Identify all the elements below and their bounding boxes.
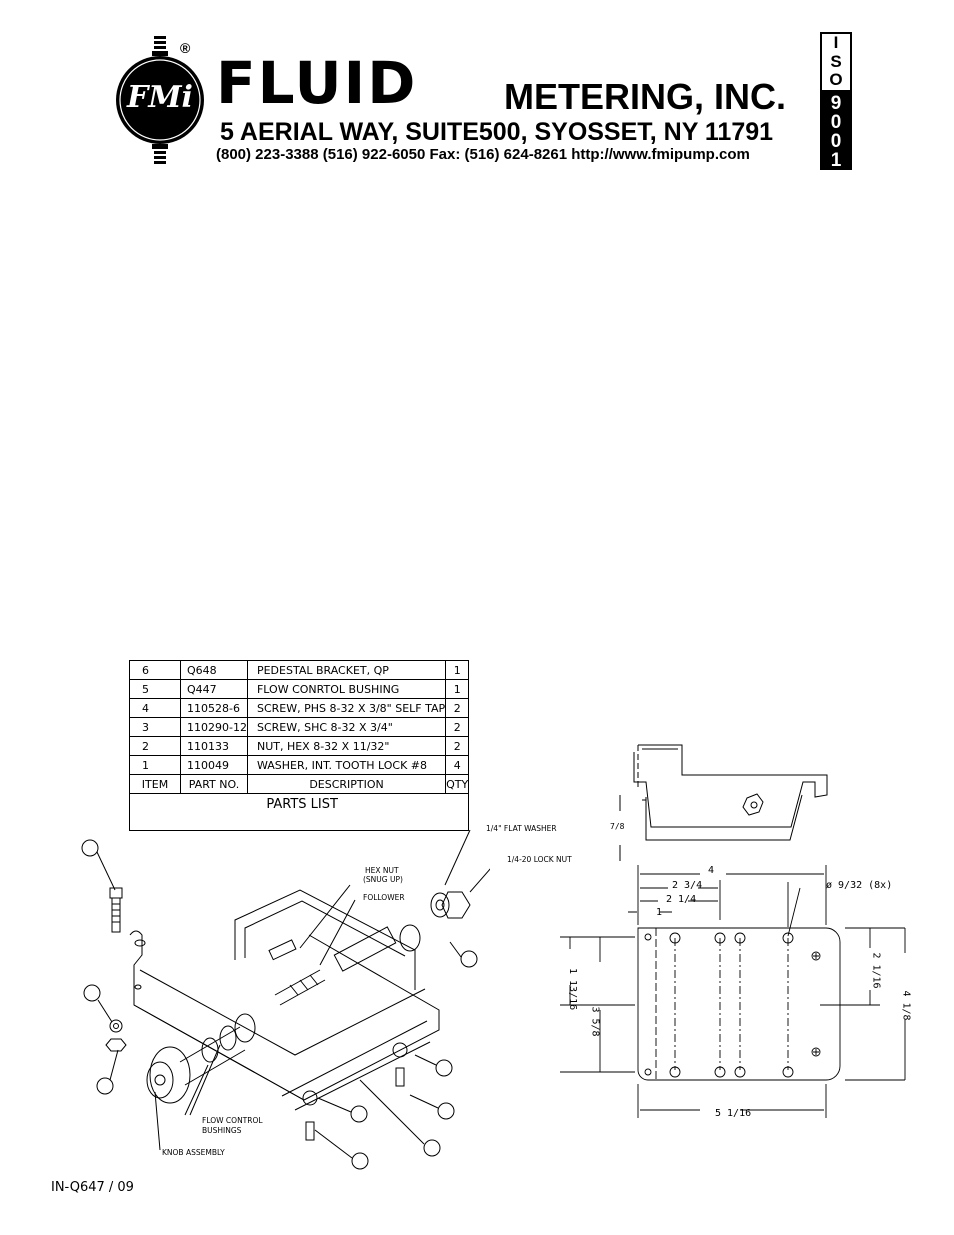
item-balloon: [437, 1102, 455, 1120]
callout-flat-washer: 1/4" FLAT WASHER: [486, 824, 557, 833]
plan-view-drawing: [560, 865, 906, 1118]
company-contact: (800) 223-3388 (516) 922-6050 Fax: (516)…: [216, 146, 750, 163]
qty-cell: 1: [445, 660, 470, 680]
iso-letter: S: [830, 51, 842, 71]
item-balloon: [81, 839, 99, 857]
item-balloon: [460, 950, 478, 968]
qty-cell: 2: [445, 717, 470, 737]
item-balloon: [96, 1077, 114, 1095]
item-balloon: [83, 984, 101, 1002]
qty-cell: 4: [445, 755, 470, 775]
table-caption-row: PARTS LIST: [128, 793, 470, 831]
iso-digit: 0: [830, 112, 842, 133]
iso-letter: I: [833, 33, 839, 52]
part-cell: Q648: [180, 660, 248, 680]
table-caption: PARTS LIST: [128, 793, 470, 831]
iso-letter: O: [829, 70, 843, 89]
iso-digit: 1: [830, 150, 842, 171]
desc-cell: FLOW CONRTOL BUSHING: [246, 679, 447, 699]
dim-right-a: 2 1/16: [870, 952, 882, 989]
dim-bottom-width: 5 1/16: [715, 1108, 752, 1119]
desc-cell: NUT, HEX 8-32 X 11/32": [246, 736, 447, 756]
table-row: 2 110133 NUT, HEX 8-32 X 11/32" 2: [129, 736, 470, 756]
item-cell: 6: [129, 660, 181, 680]
part-cell: 110133: [180, 736, 248, 756]
part-cell: 110528-6: [180, 698, 248, 718]
item-cell: 5: [129, 679, 181, 699]
column-header: QTY: [445, 774, 470, 794]
callout-knob-assembly: KNOB ASSEMBLY: [162, 1148, 225, 1157]
item-cell: 1: [129, 755, 181, 775]
parts-list-table: 6 Q648 PEDESTAL BRACKET, QP 1 5 Q447 FLO…: [128, 660, 470, 831]
logo-text: FMi: [127, 80, 193, 115]
dim-width-c: 1: [656, 907, 663, 918]
dim-left-a: 1 13/16: [567, 968, 578, 1011]
iso-digit: 0: [830, 131, 842, 152]
dim-right-b: 4 1/8: [900, 990, 912, 1021]
dim-width-b: 2 1/4: [666, 894, 697, 905]
table-row: 4 110528-6 SCREW, PHS 8-32 X 3/8" SELF T…: [129, 698, 470, 718]
item-balloon: [423, 1139, 441, 1157]
brand-name: FLUID: [216, 49, 418, 117]
dim-overall-width: 4: [708, 865, 715, 876]
table-row: 1 110049 WASHER, INT. TOOTH LOCK #8 4: [129, 755, 470, 775]
iso-9001-badge: I S O 9 0 0 1: [820, 32, 852, 170]
letterhead: FMi ® FLUID METERING, INC. 5 AERIAL WAY,…: [0, 0, 954, 180]
column-header: PART NO.: [180, 774, 248, 794]
item-balloon: [435, 1059, 453, 1077]
dim-side-height: 7/8: [610, 822, 625, 831]
side-view-drawing: [619, 744, 828, 861]
table-row: 3 110290-12 SCREW, SHC 8-32 X 3/4" 2: [129, 717, 470, 737]
dim-width-a: 2 3/4: [672, 880, 703, 891]
item-cell: 4: [129, 698, 181, 718]
part-cell: Q447: [180, 679, 248, 699]
part-cell: 110049: [180, 755, 248, 775]
desc-cell: SCREW, SHC 8-32 X 3/4": [246, 717, 447, 737]
callout-follower: FOLLOWER: [363, 893, 405, 902]
exploded-assembly-drawing: [81, 830, 490, 1170]
iso-digit: 9: [830, 93, 842, 114]
column-header: DESCRIPTION: [246, 774, 447, 794]
registered-mark: ®: [180, 40, 191, 56]
qty-cell: 2: [445, 736, 470, 756]
desc-cell: PEDESTAL BRACKET, QP: [246, 660, 447, 680]
desc-cell: SCREW, PHS 8-32 X 3/8" SELF TAP: [246, 698, 447, 718]
company-address: 5 AERIAL WAY, SUITE500, SYOSSET, NY 1179…: [220, 118, 774, 146]
qty-cell: 2: [445, 698, 470, 718]
item-balloon: [350, 1105, 368, 1123]
item-cell: 3: [129, 717, 181, 737]
callout-flow-bushings-2: BUSHINGS: [202, 1126, 242, 1135]
callout-hex-nut: HEX NUT: [365, 866, 399, 875]
column-header: ITEM: [129, 774, 181, 794]
fmi-logo-icon: [116, 36, 204, 164]
callout-lock-nut: 1/4-20 LOCK NUT: [507, 855, 572, 864]
dim-hole-diameter: ø 9/32 (8x): [826, 880, 893, 891]
callout-hex-nut-note: (SNUG UP): [363, 875, 403, 884]
part-cell: 110290-12: [180, 717, 248, 737]
table-header-row: ITEM PART NO. DESCRIPTION QTY: [129, 774, 470, 794]
company-name: METERING, INC.: [504, 76, 787, 117]
item-cell: 2: [129, 736, 181, 756]
qty-cell: 1: [445, 679, 470, 699]
desc-cell: WASHER, INT. TOOTH LOCK #8: [246, 755, 447, 775]
callout-flow-bushings: FLOW CONTROL: [202, 1116, 263, 1125]
table-row: 6 Q648 PEDESTAL BRACKET, QP 1: [129, 660, 470, 680]
item-balloon: [351, 1152, 369, 1170]
table-row: 5 Q447 FLOW CONRTOL BUSHING 1: [129, 679, 470, 699]
dim-left-b: 3 5/8: [589, 1006, 601, 1037]
document-id: IN-Q647 / 09: [51, 1180, 134, 1195]
